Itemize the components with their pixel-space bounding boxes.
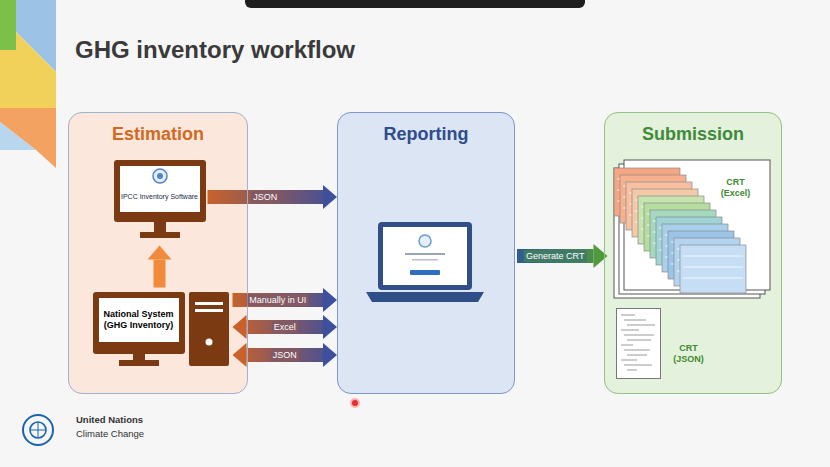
- arrow-head: [323, 185, 337, 209]
- tower-slot: [195, 302, 223, 305]
- panel-ground: [68, 112, 248, 394]
- monitor-stand: [133, 354, 145, 360]
- arrow-body: [233, 293, 324, 307]
- spreadsheet-stack: CRT (Excel): [608, 158, 774, 300]
- stage-panel: SubmissionCRT (Excel) CRT (JSON): [604, 112, 782, 394]
- sheet-rule: [683, 255, 743, 256]
- sheet-rule: [683, 277, 743, 278]
- emblem-ring: [23, 415, 53, 445]
- node-label: IPCC Inventory Software: [120, 184, 200, 212]
- arrow-head: [233, 343, 247, 367]
- monitor-base: [119, 360, 159, 366]
- corner-shape: [0, 0, 16, 50]
- code-line: [627, 339, 651, 340]
- logo-text: Climate Change: [76, 428, 144, 439]
- code-line: [621, 344, 633, 345]
- panel-ground: [604, 112, 782, 394]
- corner-shape: [0, 32, 56, 108]
- flow-arrow: [233, 343, 338, 367]
- arrow-head: [594, 244, 608, 268]
- arrow-label: JSON: [271, 349, 299, 361]
- arrow-head: [323, 315, 337, 339]
- toolbar-bar: [245, 0, 585, 8]
- logo-text: United Nations: [76, 414, 143, 425]
- code-line: [621, 329, 639, 330]
- corner-shape: [0, 122, 36, 150]
- flow-arrow: [208, 185, 338, 209]
- emblem-globe: [30, 422, 46, 438]
- cursor-dot: [351, 399, 359, 407]
- code-line: [621, 314, 635, 315]
- tower-button: [205, 338, 212, 345]
- flow-arrow: [517, 244, 608, 268]
- arrow-label: JSON: [251, 191, 279, 203]
- arrow-head: [323, 343, 337, 367]
- arrow-label: Generate CRT: [524, 250, 586, 262]
- laptop-button: [410, 270, 440, 275]
- panel-heading: Submission: [605, 113, 781, 145]
- laptop-logo: [419, 235, 431, 247]
- node-label: National System (GHG Inventory): [99, 298, 179, 342]
- node-art: [616, 308, 728, 382]
- stage-panel: EstimationIPCC Inventory SoftwareNationa…: [68, 112, 248, 394]
- laptop-frame: [378, 222, 472, 290]
- sheet: [680, 245, 746, 293]
- flow-arrow: [233, 315, 338, 339]
- laptop-line: [405, 253, 445, 255]
- monitor-frame: [93, 292, 185, 354]
- ipcc-logo: [153, 169, 167, 183]
- code-line: [627, 354, 647, 355]
- code-line: [627, 324, 655, 325]
- arrow-head: [233, 315, 247, 339]
- arrow-label: Manually in UI: [247, 294, 308, 306]
- arrow-body: [247, 348, 324, 362]
- laptop-line: [412, 259, 438, 261]
- corner-shape: [0, 108, 56, 168]
- software-monitor: IPCC Inventory Software: [114, 160, 206, 244]
- arrow-label: Excel: [272, 321, 298, 333]
- node-art: [114, 160, 206, 244]
- arrow-head: [148, 246, 172, 260]
- pc-tower: [189, 292, 229, 366]
- json-document: CRT (JSON): [616, 308, 728, 382]
- monitor-stand: [154, 222, 166, 232]
- computer-system: National System (GHG Inventory): [93, 292, 231, 368]
- code-line: [624, 334, 654, 335]
- sheet-rule: [683, 266, 743, 267]
- panel-heading: Reporting: [338, 113, 514, 145]
- panel-heading: Estimation: [69, 113, 247, 145]
- panel-ground: [337, 112, 515, 394]
- un-emblem: [23, 415, 53, 445]
- arrow-body: [247, 320, 324, 334]
- ipcc-logo-core: [157, 173, 163, 179]
- code-line: [624, 349, 650, 350]
- node-label: CRT (JSON): [664, 340, 714, 368]
- monitor-frame: [114, 160, 206, 222]
- tower-slot: [195, 309, 223, 312]
- monitor-screen: [120, 166, 200, 212]
- code-line: [627, 369, 637, 370]
- arrow-body: [208, 190, 324, 204]
- arrow-body: [517, 249, 594, 263]
- emblem-lines: [30, 422, 46, 438]
- arrow-head: [323, 288, 337, 312]
- stage-panel: Reporting: [337, 112, 515, 394]
- flow-arrow: [233, 288, 338, 312]
- monitor-base: [140, 232, 180, 238]
- slide-title: GHG inventory workflow: [75, 36, 355, 64]
- code-line: [621, 359, 637, 360]
- laptop-base: [366, 292, 484, 302]
- monitor-screen: [99, 298, 179, 342]
- flow-arrow: [148, 246, 172, 288]
- arrow-body: [154, 260, 166, 288]
- doc-page: [616, 308, 660, 378]
- laptop-screen: [383, 227, 467, 285]
- code-line: [624, 319, 646, 320]
- node-label: CRT (Excel): [712, 174, 760, 202]
- laptop-illustration: [366, 222, 484, 302]
- code-line: [624, 364, 652, 365]
